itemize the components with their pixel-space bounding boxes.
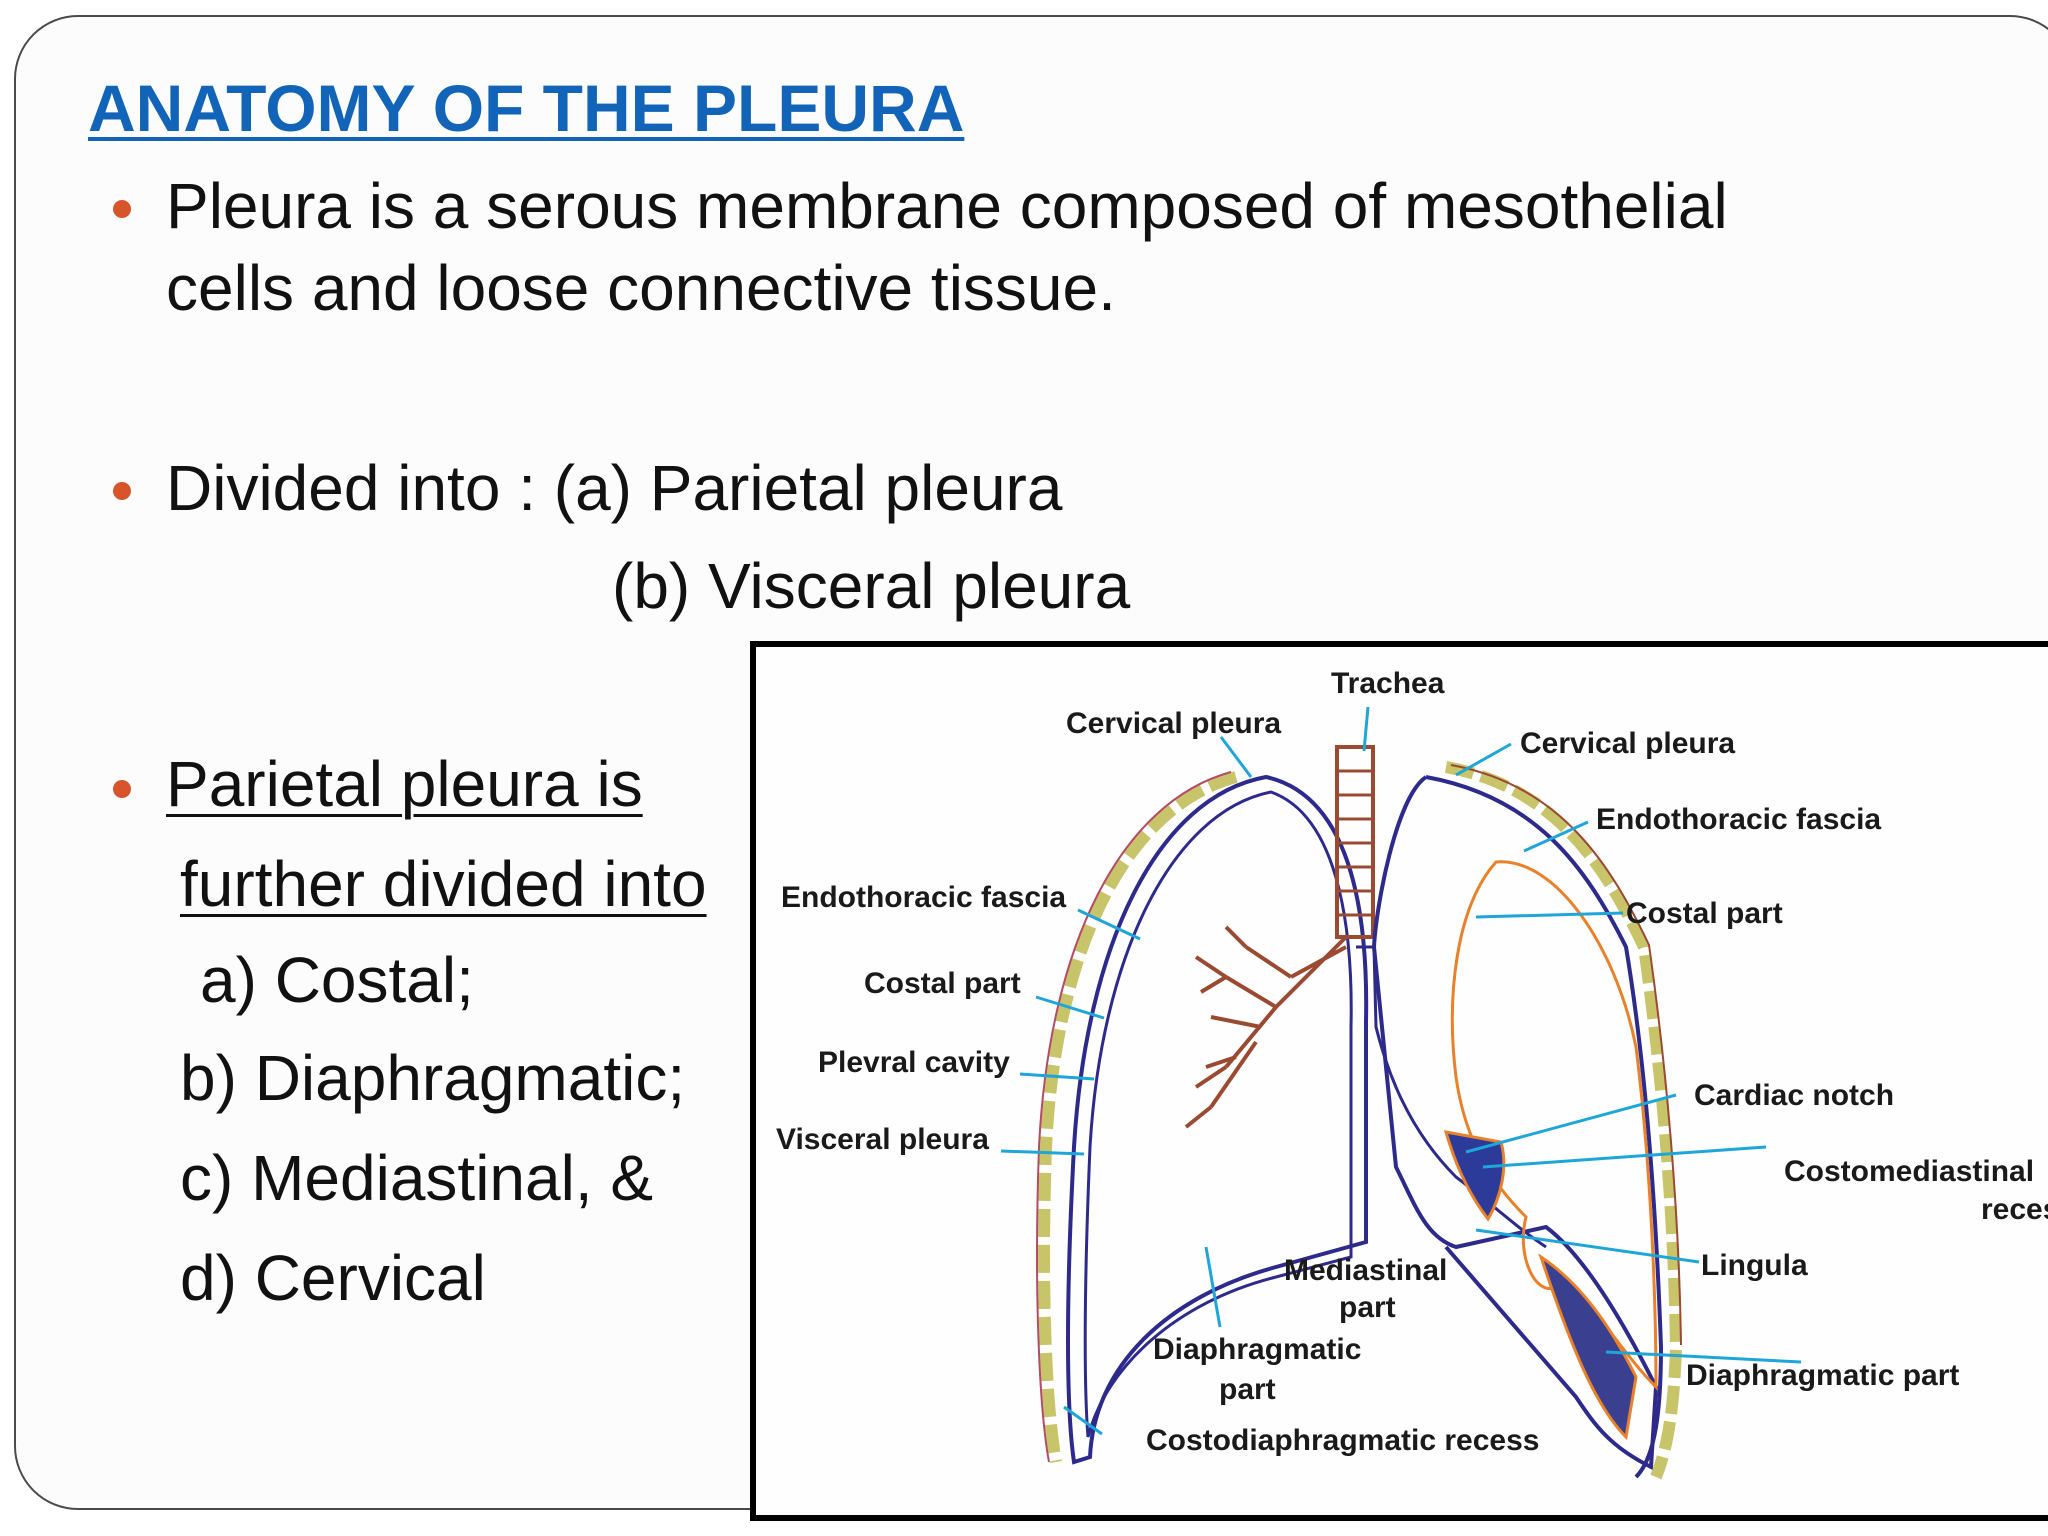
label-trachea: Trachea <box>1331 667 1445 700</box>
right-lung-outline <box>1450 860 1658 1391</box>
label-lingula: Lingula <box>1701 1249 1808 1282</box>
bullet-2-line-2: (b) Visceral pleura <box>612 550 1131 622</box>
left-pleura-inner <box>1083 790 1353 1438</box>
label-mediastinal-line-1: Mediastinal <box>1284 1254 1447 1287</box>
bronchi-tree <box>1184 925 1348 1129</box>
bullet-3-line-2: further divided into <box>180 848 707 920</box>
slide-title: ANATOMY OF THE PLEURA <box>88 71 965 145</box>
costomediastinal-recess-fill <box>1443 1130 1506 1222</box>
label-costal-part-left: Costal part <box>864 967 1021 1000</box>
label-endothoracic-fascia-left: Endothoracic fascia <box>781 881 1066 914</box>
label-mediastinal-line-2: part <box>1339 1291 1396 1324</box>
label-costomediastinal-line-2: recess <box>1981 1193 2048 1226</box>
label-diaphragmatic-left-line-1: Diaphragmatic <box>1153 1333 1361 1366</box>
sub-item-cervical: d) Cervical <box>180 1242 486 1314</box>
label-costal-part-right: Costal part <box>1626 897 1783 930</box>
bullet-marker <box>113 482 131 500</box>
label-costodiaphragmatic-recess: Costodiaphragmatic recess <box>1146 1424 1539 1457</box>
bullet-3-line-1: Parietal pleura is <box>166 748 643 820</box>
label-plevral-cavity: Plevral cavity <box>818 1046 1010 1079</box>
sub-item-mediastinal: c) Mediastinal, & <box>180 1142 654 1214</box>
bullet-2-line-1: Divided into : (a) Parietal pleura <box>166 452 1063 524</box>
pleura-diagram: Trachea Cervical pleura Cervical pleura … <box>750 641 2048 1521</box>
sub-item-diaphragmatic: b) Diaphragmatic; <box>180 1042 686 1114</box>
right-fascia <box>1444 761 1683 1480</box>
label-cardiac-notch: Cardiac notch <box>1694 1079 1894 1112</box>
bullet-1-line-1: Pleura is a serous membrane composed of … <box>166 170 1728 242</box>
right-pleura-outer <box>1371 775 1659 1471</box>
bullet-1-line-2: cells and loose connective tissue. <box>166 252 1116 324</box>
sub-item-costal: a) Costal; <box>200 944 474 1016</box>
bullet-marker <box>113 780 131 798</box>
trachea-shape <box>1335 745 1375 939</box>
label-cervical-pleura-right: Cervical pleura <box>1520 727 1735 760</box>
label-diaphragmatic-left-line-2: part <box>1219 1373 1276 1406</box>
label-endothoracic-fascia-right: Endothoracic fascia <box>1596 803 1881 836</box>
bullet-marker <box>113 200 131 218</box>
left-endothoracic-fascia <box>1038 771 1238 1464</box>
label-cervical-pleura-left: Cervical pleura <box>1066 707 1281 740</box>
label-visceral-pleura: Visceral pleura <box>776 1123 989 1156</box>
pointer-lines <box>1000 706 1802 1436</box>
diaphragmatic-recess-fill <box>1538 1253 1638 1441</box>
label-diaphragmatic-part-right: Diaphragmatic part <box>1686 1359 1959 1392</box>
label-costomediastinal-line-1: Costomediastinal <box>1784 1155 2034 1188</box>
